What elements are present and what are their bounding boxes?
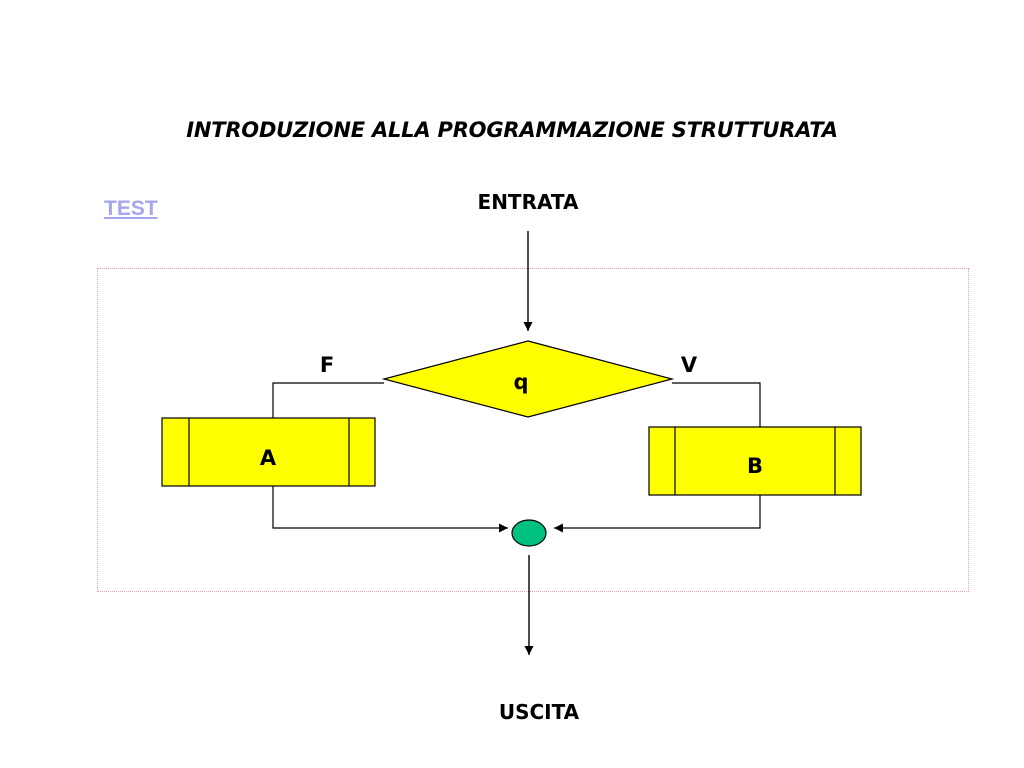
- merge-arrow-right: [554, 495, 761, 533]
- true-branch-label: V: [681, 353, 698, 377]
- exit-label: USCITA: [499, 700, 580, 724]
- block-a-label: A: [260, 446, 277, 470]
- block-b[interactable]: B: [648, 426, 862, 496]
- junction-node: [511, 519, 547, 547]
- decision-diamond[interactable]: q: [381, 340, 675, 418]
- block-a[interactable]: A: [161, 417, 376, 487]
- diagram-frame: [97, 268, 969, 592]
- entry-label: ENTRATA: [478, 190, 579, 214]
- decision-shape: [381, 340, 675, 418]
- merge-arrow-left: [272, 486, 508, 533]
- false-branch-line: [272, 382, 384, 418]
- test-link[interactable]: TEST: [104, 197, 158, 220]
- slide-title: INTRODUZIONE ALLA PROGRAMMAZIONE STRUTTU…: [186, 118, 838, 142]
- false-branch-label: F: [320, 353, 334, 377]
- true-branch-line: [672, 382, 761, 427]
- block-b-label: B: [747, 454, 763, 478]
- condition-label: q: [513, 370, 528, 394]
